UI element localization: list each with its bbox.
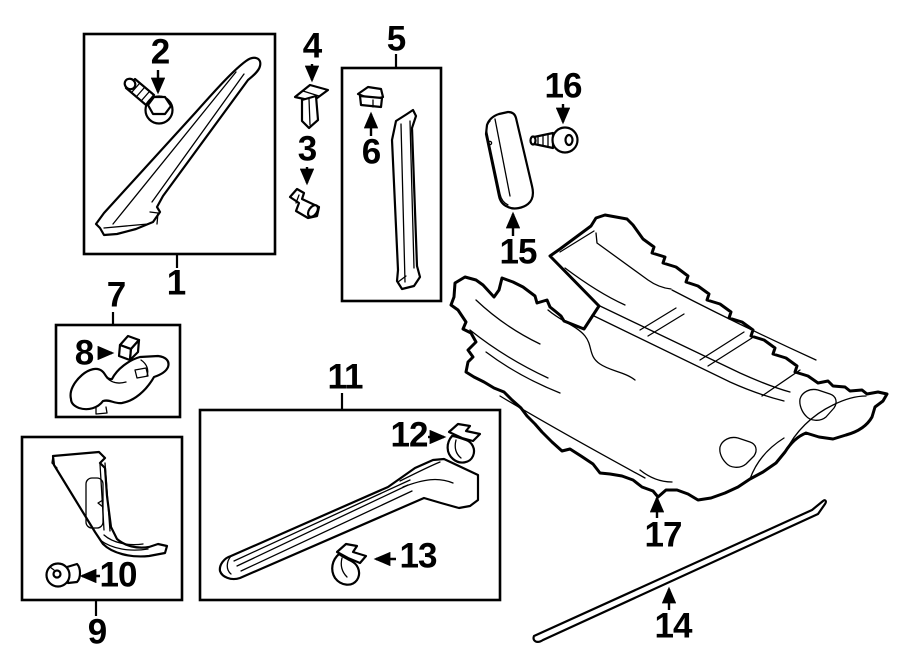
callout-label-8[interactable]: 8 <box>74 333 94 373</box>
clip-4-part[interactable] <box>293 83 330 130</box>
callout-label-4[interactable]: 4 <box>302 26 322 66</box>
callout-label-16[interactable]: 16 <box>544 66 583 106</box>
scuff-plate-part[interactable] <box>218 457 480 581</box>
clip-12-part[interactable] <box>446 422 482 464</box>
callout-label-17[interactable]: 17 <box>644 515 683 555</box>
center-pillar-trim-part[interactable] <box>390 108 422 291</box>
lower-pillar-trim-part[interactable] <box>51 450 169 558</box>
pillar-bolt-part[interactable] <box>123 77 174 125</box>
grommet-10-part[interactable] <box>45 562 82 588</box>
callout-label-13[interactable]: 13 <box>399 536 438 576</box>
cowl-trim-part[interactable] <box>69 354 170 415</box>
callout-label-2[interactable]: 2 <box>150 32 170 72</box>
callout-label-5[interactable]: 5 <box>386 19 406 59</box>
callout-label-15[interactable]: 15 <box>499 232 538 272</box>
floor-carpet-part[interactable] <box>449 213 889 502</box>
clip-8-part[interactable] <box>117 334 141 362</box>
callout-label-14[interactable]: 14 <box>654 606 693 646</box>
callout-label-7[interactable]: 7 <box>106 275 126 315</box>
callout-label-3[interactable]: 3 <box>297 129 317 169</box>
quarter-trim-15-part[interactable] <box>484 110 535 210</box>
fastener-3-part[interactable] <box>288 187 321 220</box>
callout-label-12[interactable]: 12 <box>390 415 429 455</box>
clip-6-part[interactable] <box>356 85 385 109</box>
part-box-5 <box>340 66 443 303</box>
callout-label-9[interactable]: 9 <box>87 612 107 652</box>
callout-label-1[interactable]: 1 <box>166 263 186 303</box>
rocker-molding-part[interactable] <box>532 499 827 643</box>
callout-label-10[interactable]: 10 <box>99 555 138 595</box>
windshield-pillar-trim-part[interactable] <box>94 56 262 237</box>
callout-label-6[interactable]: 6 <box>361 132 381 172</box>
callout-label-11[interactable]: 11 <box>327 357 364 397</box>
clip-13-part[interactable] <box>331 542 368 586</box>
screw-16-part[interactable] <box>529 126 579 154</box>
